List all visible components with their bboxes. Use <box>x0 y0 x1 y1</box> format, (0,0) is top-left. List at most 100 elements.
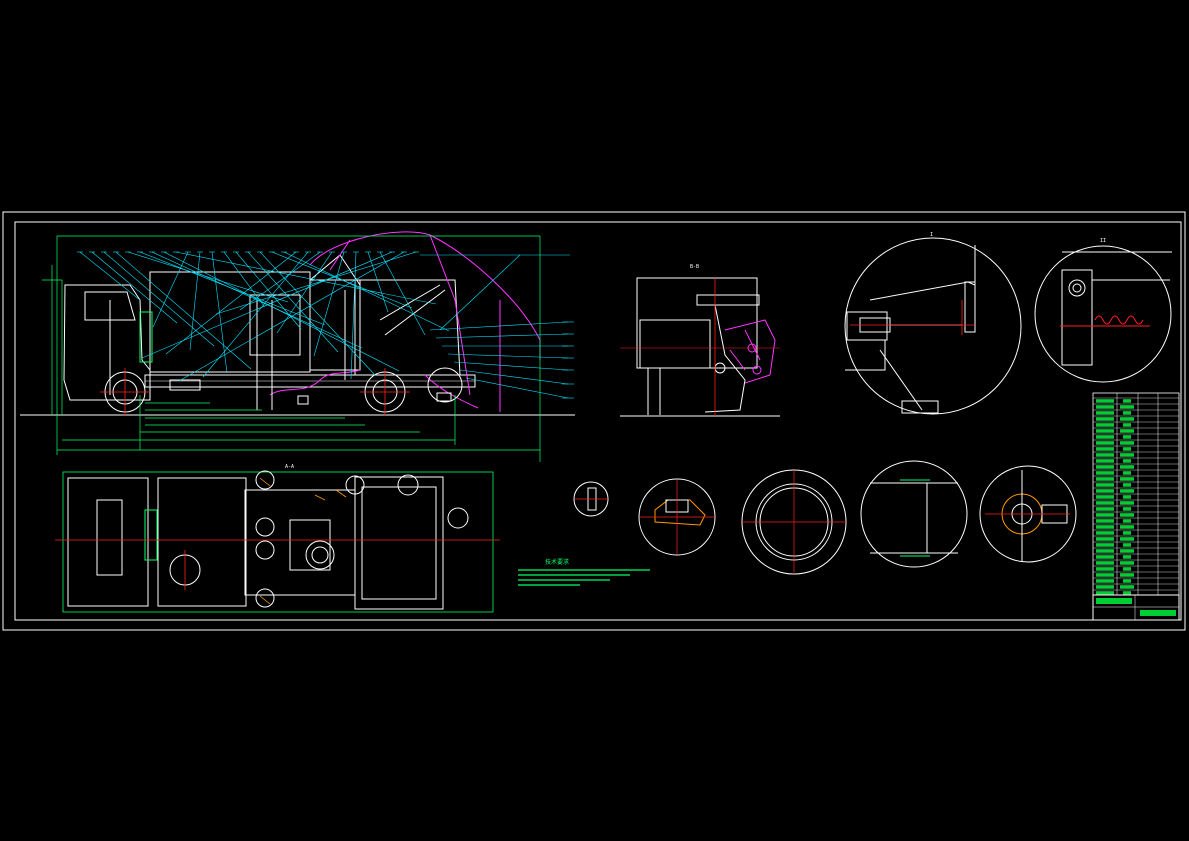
table-cell-fill <box>1120 477 1134 481</box>
view-markers: A-A B-B I II <box>285 232 1106 470</box>
table-cell-fill <box>1096 525 1114 529</box>
plan-view-label: A-A <box>285 464 294 470</box>
table-cell-fill <box>1120 501 1134 505</box>
table-cell-fill <box>1120 585 1134 589</box>
leader-line <box>151 251 363 349</box>
leader-line <box>435 333 569 339</box>
side-view-leader-lines <box>77 251 450 382</box>
table-cell-fill <box>1096 531 1114 535</box>
table-cell-fill <box>1123 567 1131 571</box>
plan-view <box>55 470 500 613</box>
leader-line <box>127 251 289 303</box>
table-cell-fill <box>1096 543 1114 547</box>
leader-line <box>429 321 569 331</box>
table-cell-fill <box>1120 573 1134 577</box>
leader-line <box>152 251 189 328</box>
detail-ii-label: II <box>1100 238 1106 244</box>
table-cell-fill <box>1123 591 1131 595</box>
side-view-right-leaders <box>420 254 574 399</box>
table-cell-fill <box>1120 549 1134 553</box>
table-cell-fill <box>1123 471 1131 475</box>
section-b-label: B-B <box>690 264 699 270</box>
table-cell-fill <box>1123 543 1131 547</box>
table-cell-fill <box>1120 537 1134 541</box>
leader-line <box>79 251 141 301</box>
table-cell-fill <box>1123 531 1131 535</box>
table-cell-fill <box>1120 453 1134 457</box>
table-cell-fill <box>1120 405 1134 409</box>
table-cell-fill <box>1096 567 1114 571</box>
table-cell-fill <box>1096 441 1114 445</box>
detail-view-i <box>844 237 1022 415</box>
table-cell-fill <box>1096 459 1114 463</box>
table-cell-fill <box>1096 573 1114 577</box>
leader-line <box>103 251 215 347</box>
detail-i-label: I <box>930 232 933 238</box>
leader-line <box>367 251 389 313</box>
table-cell-fill <box>1123 423 1131 427</box>
table-cell-fill <box>1120 429 1134 433</box>
table-cell-fill <box>1096 489 1114 493</box>
table-cell-fill <box>1123 579 1131 583</box>
table-cell-fill <box>1120 525 1134 529</box>
table-cell-fill <box>1096 549 1114 553</box>
table-cell-fill <box>1123 507 1131 511</box>
sheet-frame <box>2 211 1186 631</box>
section-view-b <box>620 277 780 417</box>
leader-line <box>465 377 569 399</box>
parts-list-table <box>1092 392 1180 621</box>
table-cell-fill <box>1096 579 1114 583</box>
table-cell-fill <box>1123 495 1131 499</box>
leader-line <box>313 251 345 357</box>
table-cell-fill <box>1096 465 1114 469</box>
table-cell-fill <box>1096 501 1114 505</box>
table-cell-fill <box>1120 417 1134 421</box>
table-cell-fill <box>1123 411 1131 415</box>
leader-line <box>178 251 405 382</box>
leader-line <box>247 251 339 353</box>
table-cell-fill <box>1096 561 1114 565</box>
small-detail-circles <box>573 460 1077 575</box>
leader-line <box>115 251 252 370</box>
table-cell-fill <box>1096 471 1114 475</box>
table-cell-fill <box>1120 513 1134 517</box>
detail-view-ii <box>1034 245 1172 383</box>
table-cell-fill <box>1096 477 1114 481</box>
table-cell-fill <box>1120 441 1134 445</box>
leader-line <box>259 251 376 376</box>
table-cell-fill <box>1123 447 1131 451</box>
table-cell-fill <box>1123 435 1131 439</box>
leader-line <box>91 251 178 324</box>
leader-line <box>165 251 297 355</box>
leader-line <box>459 369 569 385</box>
table-cell-fill <box>1120 561 1134 565</box>
table-cell-fill <box>1123 399 1131 403</box>
table-cell-fill <box>1096 417 1114 421</box>
leader-line <box>379 251 426 336</box>
notes-title: 技术要求 <box>545 558 569 566</box>
leader-line <box>202 251 309 378</box>
leader-line <box>215 251 417 315</box>
leader-line <box>283 251 450 332</box>
table-cell-fill <box>1096 399 1114 403</box>
table-cell-fill <box>1096 447 1114 451</box>
table-cell-fill <box>1096 423 1114 427</box>
table-cell-fill <box>1096 555 1114 559</box>
table-cell-fill <box>1096 507 1114 511</box>
table-cell-fill <box>1123 483 1131 487</box>
table-cell-fill <box>1096 429 1114 433</box>
table-cell-fill <box>1096 513 1114 517</box>
leader-line <box>163 251 400 372</box>
table-cell-fill <box>1120 465 1134 469</box>
leader-line <box>223 251 265 307</box>
table-cell-fill <box>1123 555 1131 559</box>
table-cell-fill <box>1123 459 1131 463</box>
table-cell-fill <box>1096 495 1114 499</box>
leader-line <box>439 254 521 331</box>
table-cell-fill <box>1096 435 1114 439</box>
table-cell-fill <box>1096 537 1114 541</box>
table-cell-fill <box>1096 591 1114 595</box>
side-elevation-view <box>20 231 575 416</box>
